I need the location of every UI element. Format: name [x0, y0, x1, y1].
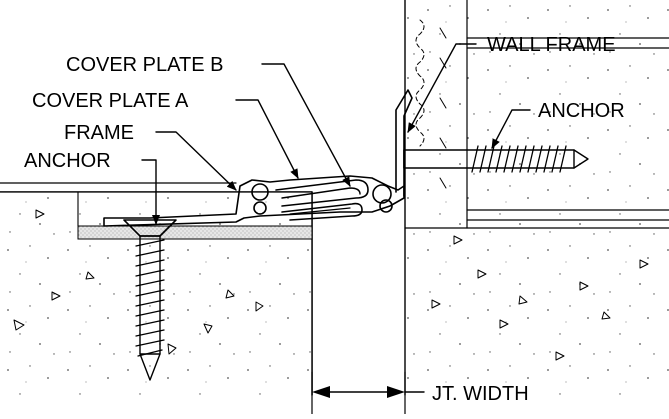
label-wall-frame: WALL FRAME: [487, 34, 616, 56]
joint-frame-assembly: [103, 89, 413, 227]
label-cover-plate-b: COVER PLATE B: [66, 54, 223, 76]
right-anchor-screw: [403, 145, 589, 173]
label-anchor-right: ANCHOR: [538, 100, 625, 122]
joint-width-dimension: [311, 371, 425, 415]
label-frame: FRAME: [64, 122, 134, 144]
leader-lines: [141, 43, 531, 225]
label-joint-width: JT. WIDTH: [432, 383, 529, 405]
right-concrete-wall: [404, 0, 669, 396]
setting-bed: [77, 225, 313, 240]
label-cover-plate-a: COVER PLATE A: [32, 90, 189, 112]
label-anchor-left: ANCHOR: [24, 150, 111, 172]
